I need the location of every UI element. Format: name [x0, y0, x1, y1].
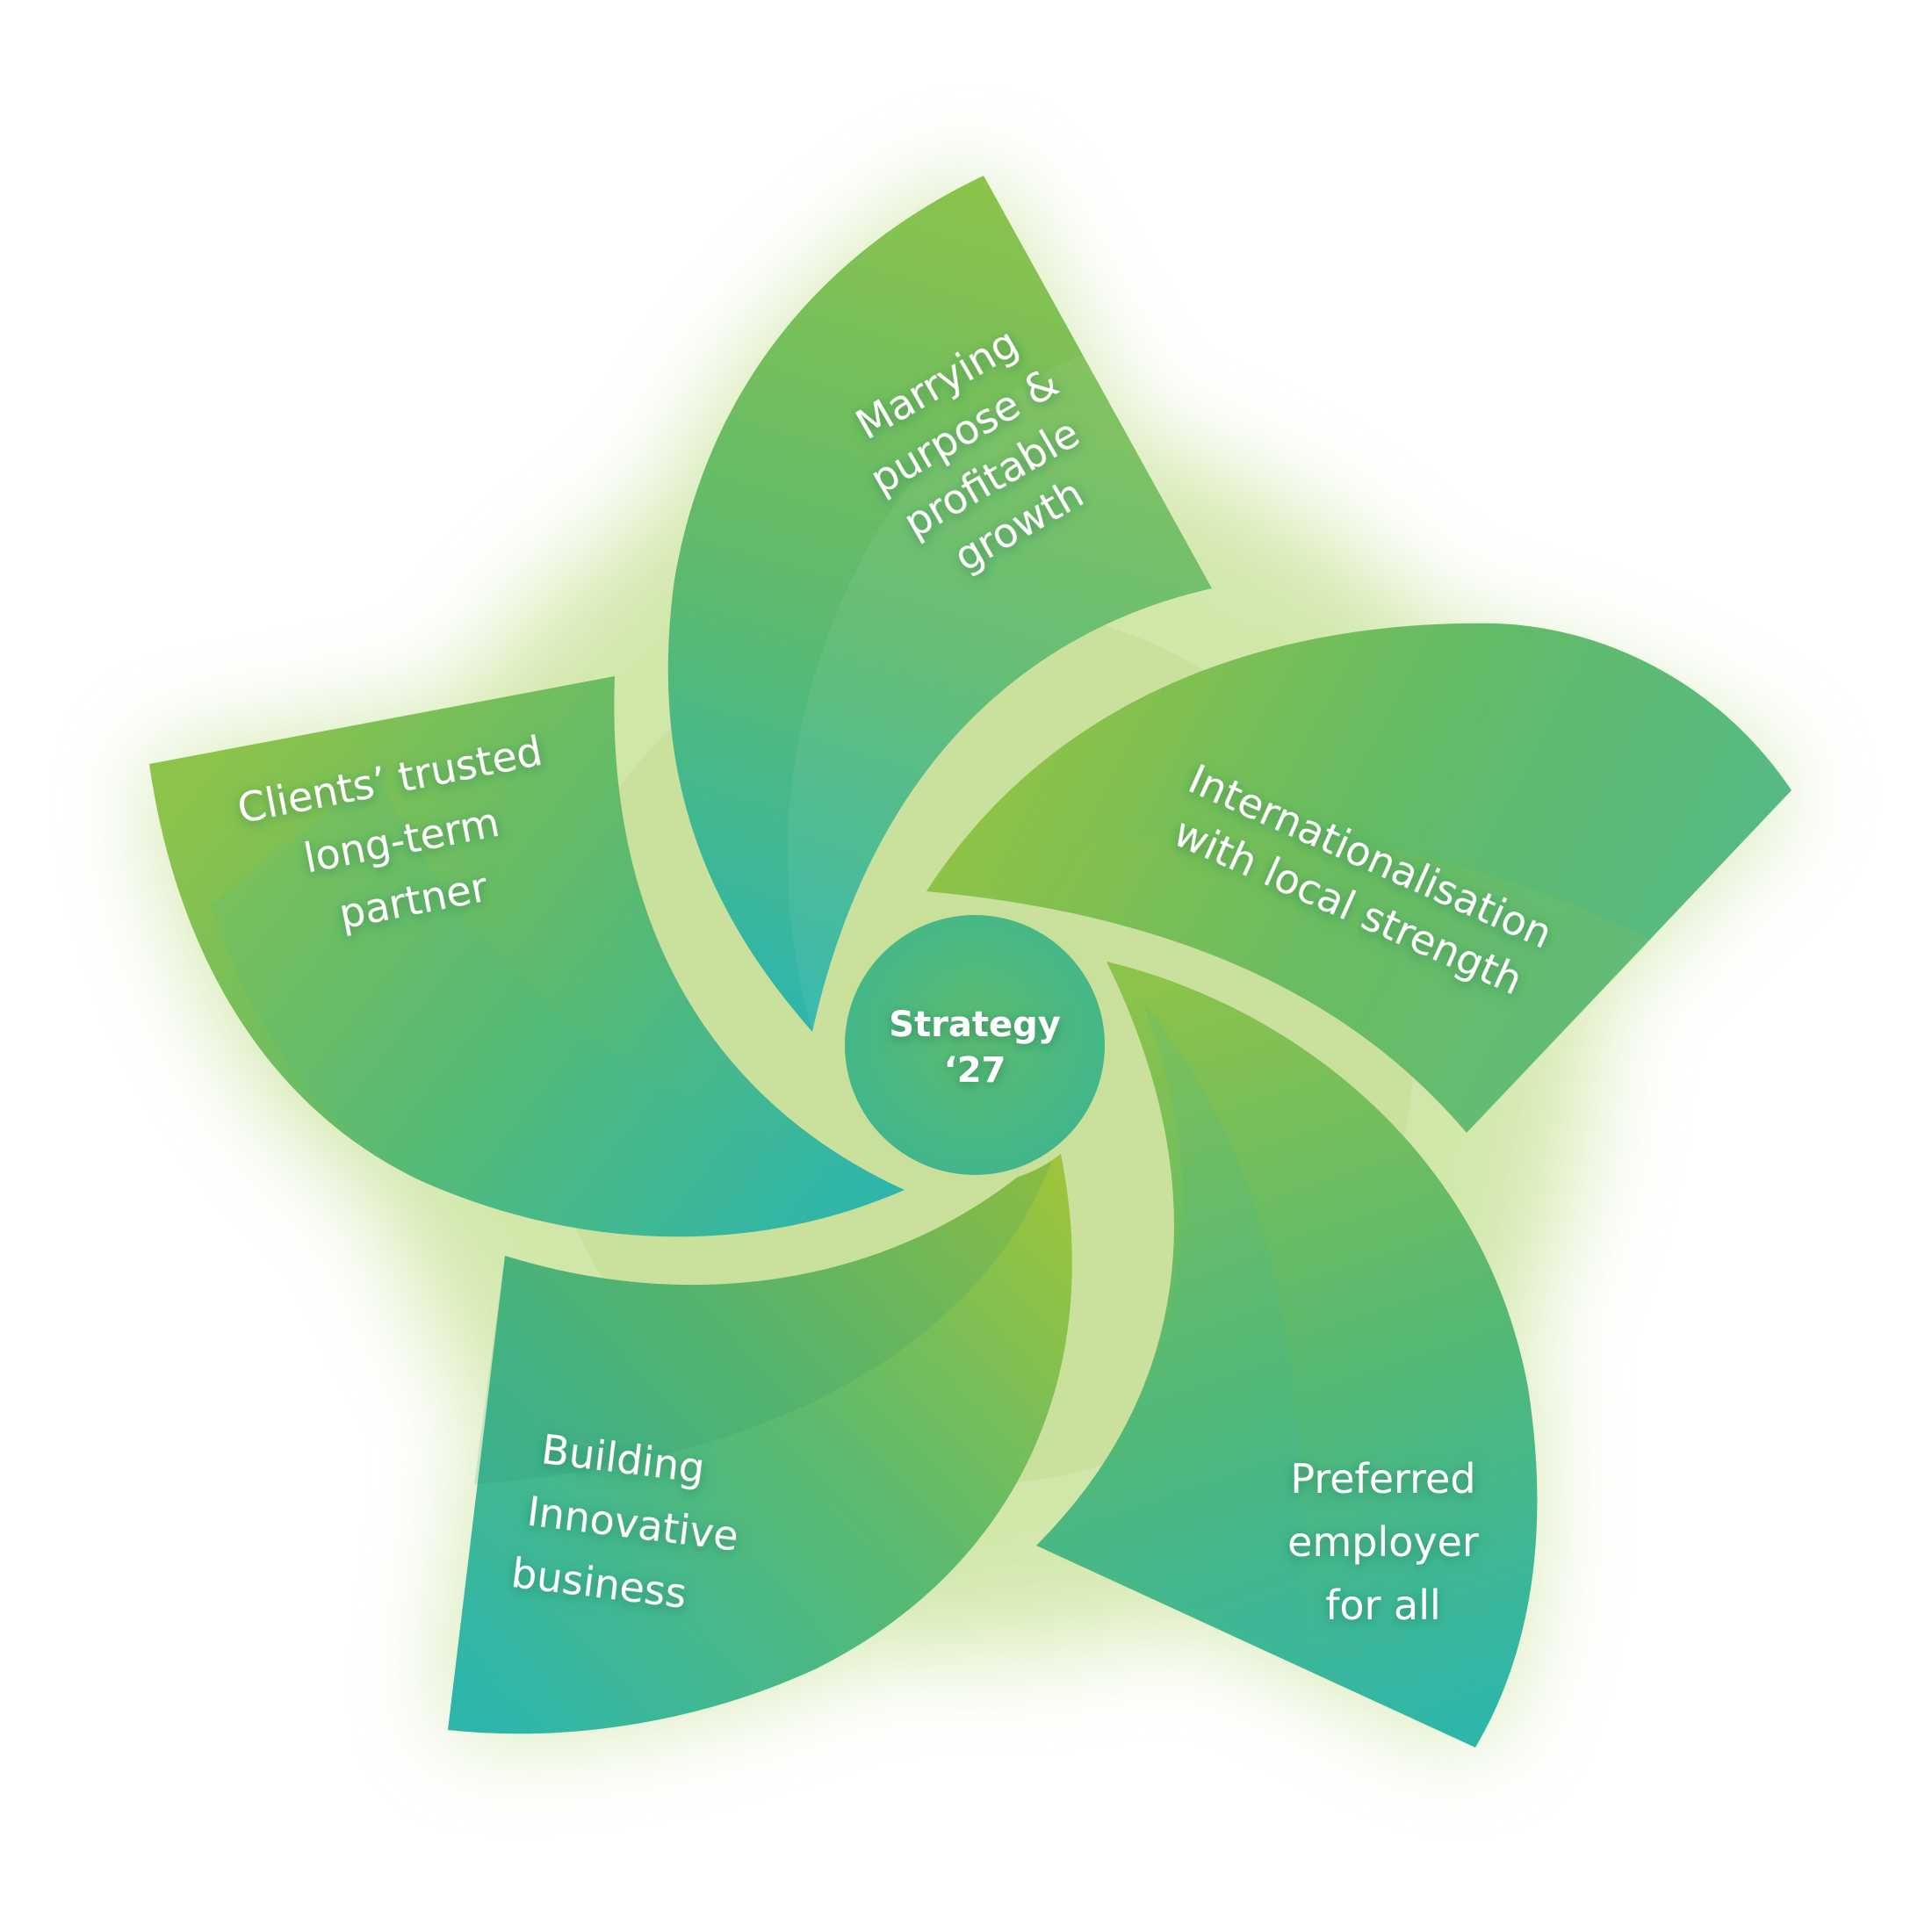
label-employer: Preferred employer for all [1287, 1455, 1479, 1629]
center-label-line2: ‘27 [944, 1050, 1006, 1091]
center-hub: Strategy ‘27 [836, 906, 1114, 1184]
petal-marrying [667, 176, 1212, 1032]
center-label-line1: Strategy [889, 1005, 1061, 1045]
label-employer-line3: for all [1325, 1582, 1441, 1629]
petal-innovative [448, 1142, 1072, 1734]
petal-clients [149, 676, 905, 1237]
petal-employer [1036, 962, 1538, 1748]
label-employer-line1: Preferred [1290, 1455, 1475, 1503]
petal-internationalisation [926, 623, 1791, 1133]
label-employer-line2: employer [1287, 1518, 1479, 1566]
